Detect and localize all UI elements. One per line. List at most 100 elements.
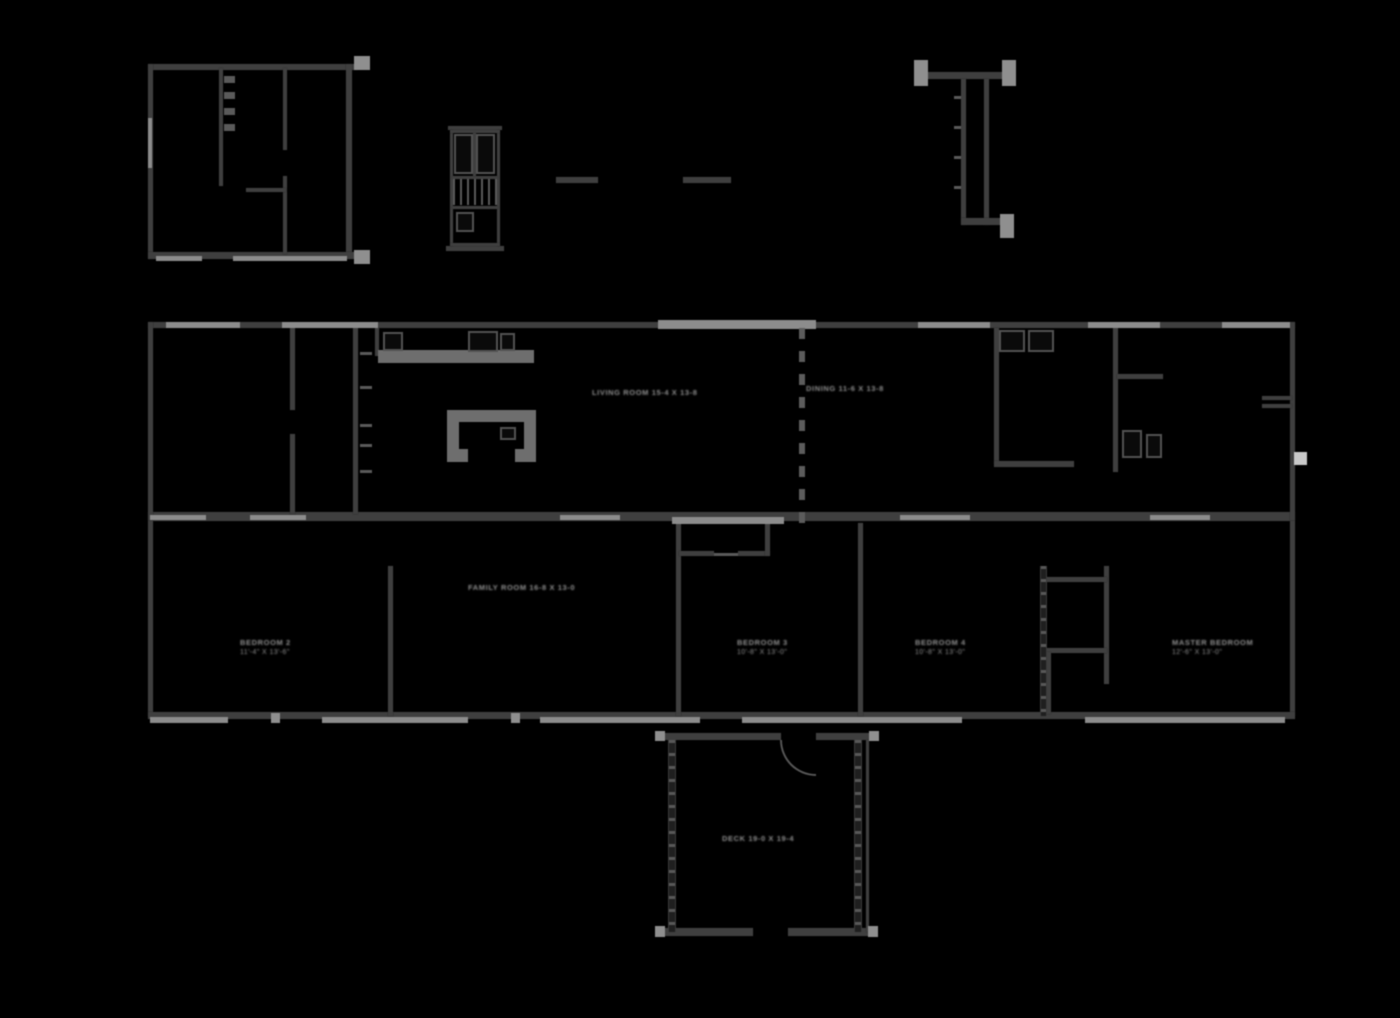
room-dims-text: 12'-6" X 13'-0" <box>1172 649 1223 657</box>
detail-tick <box>360 352 372 355</box>
wall-segment <box>994 461 1074 467</box>
corner-marker <box>1294 452 1307 465</box>
wall-end-cap <box>868 926 878 937</box>
window-band <box>148 118 152 168</box>
wall-segment <box>1113 328 1118 472</box>
wall-end-cap <box>354 56 370 70</box>
wall-segment <box>961 218 1011 225</box>
window-band <box>156 256 202 261</box>
wall-segment <box>353 328 358 514</box>
room-name-text: DECK 19-0 X 19-4 <box>722 834 795 843</box>
wall-segment <box>556 177 598 183</box>
window-band <box>150 717 228 723</box>
wall-end-cap <box>914 60 928 86</box>
fixture-outline <box>500 427 516 440</box>
wall-segment <box>738 551 770 556</box>
detail-tick <box>954 186 961 189</box>
wall-segment <box>661 733 781 740</box>
wall-segment <box>450 130 500 133</box>
wall-end-cap <box>869 731 879 741</box>
window-band <box>1088 322 1160 328</box>
fixture-outline <box>456 212 474 232</box>
wall-end-cap <box>271 713 280 723</box>
wall-segment <box>788 928 873 936</box>
wall-segment <box>290 434 295 514</box>
wall-segment <box>1117 374 1163 379</box>
wall-segment <box>816 733 873 740</box>
wall-segment <box>1047 648 1107 653</box>
detail-tick <box>224 76 235 83</box>
wall-segment <box>1262 404 1292 408</box>
wall-end-cap <box>1000 214 1014 238</box>
window-band <box>900 515 970 520</box>
wall-segment <box>984 79 989 225</box>
detail-tick <box>360 424 372 427</box>
counter-fill <box>524 422 536 455</box>
wall-segment <box>290 328 295 410</box>
window-band <box>1150 515 1210 520</box>
wall-segment <box>148 64 358 70</box>
wall-segment <box>858 523 863 716</box>
wall-segment <box>918 72 1014 79</box>
door-swing-arc <box>780 740 816 776</box>
room-name-text: LIVING ROOM 15-4 X 13-8 <box>592 388 698 397</box>
railing-hatch <box>1040 566 1047 716</box>
wall-segment <box>1104 566 1109 684</box>
window-band <box>233 256 347 261</box>
wall-end-cap <box>655 731 665 741</box>
wall-segment <box>446 246 504 251</box>
wall-segment <box>283 68 287 150</box>
wall-segment <box>388 566 393 716</box>
wall-end-cap <box>511 713 520 723</box>
window-band <box>918 322 990 328</box>
railing-hatch <box>668 740 676 932</box>
wall-segment <box>148 521 153 716</box>
fixture-outline <box>1122 430 1142 458</box>
counter-fill <box>447 422 459 455</box>
wall-segment <box>473 133 476 176</box>
room-label-dining: DINING 11-6 X 13-8 <box>806 384 884 394</box>
hatch-fill <box>453 179 497 205</box>
window-band <box>742 717 962 723</box>
room-label-bedroom2: BEDROOM 2 11'-4" X 13'-6" <box>240 638 291 658</box>
detail-tick <box>714 553 738 556</box>
wall-segment <box>452 176 498 179</box>
fixture-outline <box>454 134 473 174</box>
window-band <box>282 322 378 328</box>
room-dims-text: 10'-8" X 13'-0" <box>915 649 966 657</box>
room-label-living-room: LIVING ROOM 15-4 X 13-8 <box>592 388 698 398</box>
detail-tick <box>360 470 372 473</box>
wall-segment <box>452 206 498 209</box>
wall-segment <box>450 130 453 246</box>
room-label-family-room: FAMILY ROOM 16-8 X 13-0 <box>468 583 575 593</box>
wall-segment <box>346 64 352 259</box>
wall-segment <box>375 328 379 356</box>
wall-segment <box>450 243 500 246</box>
window-band <box>672 517 784 524</box>
fixture-outline <box>1028 330 1054 352</box>
window-band <box>1085 717 1285 723</box>
wall-segment <box>497 130 500 246</box>
wall-segment <box>661 928 753 936</box>
detail-tick <box>360 444 372 447</box>
wall-segment <box>283 176 287 254</box>
wall-end-cap <box>655 926 665 937</box>
detail-tick <box>954 96 961 99</box>
room-label-deck: DECK 19-0 X 19-4 <box>722 834 794 844</box>
wall-segment <box>1047 652 1051 714</box>
detail-tick <box>954 126 961 129</box>
room-name-text: BEDROOM 2 <box>240 638 291 647</box>
railing-hatch <box>854 740 862 932</box>
wall-end-cap <box>1002 60 1016 86</box>
room-dims-text: 11'-4" X 13'-6" <box>240 649 290 657</box>
room-label-bedroom3: BEDROOM 3 10'-8" X 13'-0" <box>737 638 788 658</box>
counter-fill <box>378 350 534 363</box>
wall-segment <box>148 322 153 521</box>
room-name-text: BEDROOM 3 <box>737 638 788 647</box>
wall-end-cap <box>354 250 370 264</box>
marriage-line <box>799 328 805 524</box>
room-dims-text: 10'-8" X 13'-0" <box>737 649 788 657</box>
detail-tick <box>360 386 372 389</box>
